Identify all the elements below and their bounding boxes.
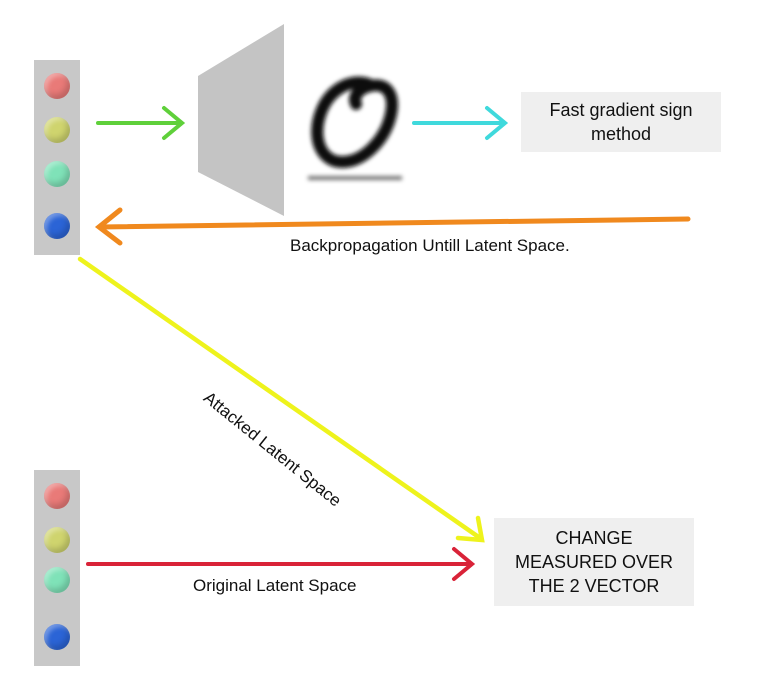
green-arrow <box>96 106 186 140</box>
yellow-arrow <box>77 256 485 543</box>
digit-zero-icon <box>308 76 402 180</box>
latent-dot-red <box>44 483 70 509</box>
latent-dot-green <box>44 567 70 593</box>
orange-arrow <box>94 207 691 246</box>
latent-dot-yellow <box>44 117 70 143</box>
backprop-label: Backpropagation Untill Latent Space. <box>290 236 570 255</box>
change-measured-box: CHANGE MEASURED OVER THE 2 VECTOR <box>494 518 694 606</box>
latent-dot-blue <box>44 213 70 239</box>
red-arrow <box>86 547 476 581</box>
latent-dot-yellow <box>44 527 70 553</box>
decoder-shape <box>198 24 284 216</box>
latent-dot-blue <box>44 624 70 650</box>
cyan-arrow <box>412 106 509 140</box>
decoded-digit-image <box>298 60 408 190</box>
change-measured-label: CHANGE MEASURED OVER THE 2 VECTOR <box>514 528 674 596</box>
latent-vector-top <box>34 60 80 255</box>
fgsm-label: Fast gradient sign method <box>549 100 693 144</box>
fgsm-box: Fast gradient sign method <box>521 92 721 152</box>
latent-vector-bottom <box>34 470 80 666</box>
latent-dot-green <box>44 161 70 187</box>
original-latent-label: Original Latent Space <box>193 576 357 595</box>
latent-dot-red <box>44 73 70 99</box>
